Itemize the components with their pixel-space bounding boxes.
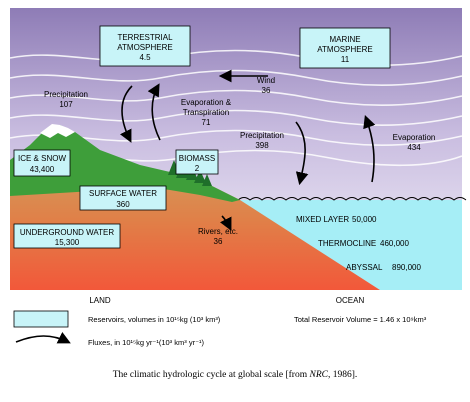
- marine-atmosphere-box: [299, 27, 391, 69]
- legend-flux-arrow: [15, 331, 71, 344]
- biomass-name: BIOMASS: [179, 154, 215, 163]
- evap-transp-value: 71: [202, 118, 211, 127]
- snow-cap: [40, 124, 75, 138]
- surface-water-name: SURFACE WATER: [89, 189, 157, 198]
- land-label: LAND: [89, 296, 111, 305]
- underground-water-value: 15,300: [55, 238, 80, 247]
- caption-after: , 1986].: [327, 370, 358, 380]
- thermocline-value: 460,000: [380, 239, 409, 248]
- biomass-value: 2: [195, 164, 200, 173]
- rivers-value: 36: [214, 237, 223, 246]
- ocean-body: [238, 200, 462, 290]
- ice-snow-box: [13, 149, 71, 177]
- terrestrial-atm-line1: TERRESTRIAL: [117, 33, 173, 42]
- mixed-layer-value: 50,000: [352, 215, 377, 224]
- underground-water-box: [13, 223, 121, 249]
- evap-transp-arrow: [147, 83, 161, 141]
- surface-water-value: 360: [116, 200, 130, 209]
- biomass-box: [175, 149, 219, 175]
- rivers-name: Rivers, etc.: [198, 227, 238, 236]
- evap-transp-line1: Evaporation &: [181, 98, 232, 107]
- land-surface: [10, 125, 240, 202]
- ocean-waves: [237, 197, 467, 201]
- marine-atm-line2: ATMOSPHERE: [317, 45, 372, 54]
- ocean-label: OCEAN: [336, 296, 365, 305]
- caption-source: NRC: [309, 370, 328, 380]
- marine-atm-value: 11: [341, 55, 350, 64]
- evap-ocean-arrow: [363, 114, 376, 183]
- terrestrial-atm-line2: ATMOSPHERE: [117, 43, 172, 52]
- mixed-layer-name: MIXED LAYER: [296, 215, 349, 224]
- terrestrial-atm-value: 4.5: [139, 53, 151, 62]
- evap-ocean-value: 434: [407, 143, 421, 152]
- precip-land-value: 107: [59, 100, 73, 109]
- legend-reservoirs-text: Reservoirs, volumes in 10¹⁵kg (10³ km³): [88, 315, 221, 324]
- legend-total-volume: Total Reservoir Volume = 1.46 x 10⁹km³: [294, 315, 427, 324]
- flux-arrows: [119, 69, 376, 231]
- caption-before: The climatic hydrologic cycle at global …: [112, 370, 310, 380]
- marine-atm-line1: MARINE: [329, 35, 360, 44]
- surface-water-box: [79, 185, 167, 211]
- ice-snow-value: 43,400: [30, 165, 55, 174]
- air-streaks: [9, 49, 463, 167]
- ice-snow-name: ICE & SNOW: [18, 154, 66, 163]
- precip-ocean-arrow: [295, 121, 309, 186]
- abyssal-value: 890,000: [392, 263, 421, 272]
- figure-caption: The climatic hydrologic cycle at global …: [0, 370, 470, 380]
- terrestrial-atmosphere-box: [99, 25, 191, 67]
- evap-ocean-name: Evaporation: [393, 133, 436, 142]
- rivers-arrow: [219, 215, 232, 231]
- precip-ocean-value: 398: [255, 141, 269, 150]
- wind-name: Wind: [257, 76, 275, 85]
- wind-value: 36: [262, 86, 271, 95]
- thermocline-name: THERMOCLINE: [318, 239, 376, 248]
- legend-fluxes-text: Fluxes, in 10¹⁵kg yr⁻¹(10³ km³ yr⁻¹): [88, 338, 205, 347]
- abyssal-name: ABYSSAL: [346, 263, 383, 272]
- precip-ocean-name: Precipitation: [240, 131, 284, 140]
- underground-water-name: UNDERGROUND WATER: [20, 228, 114, 237]
- legend-reservoir-swatch: [13, 310, 69, 328]
- precip-land-name: Precipitation: [44, 90, 88, 99]
- precip-land-arrow: [119, 85, 133, 143]
- evap-transp-line2: Transpiration: [183, 108, 229, 117]
